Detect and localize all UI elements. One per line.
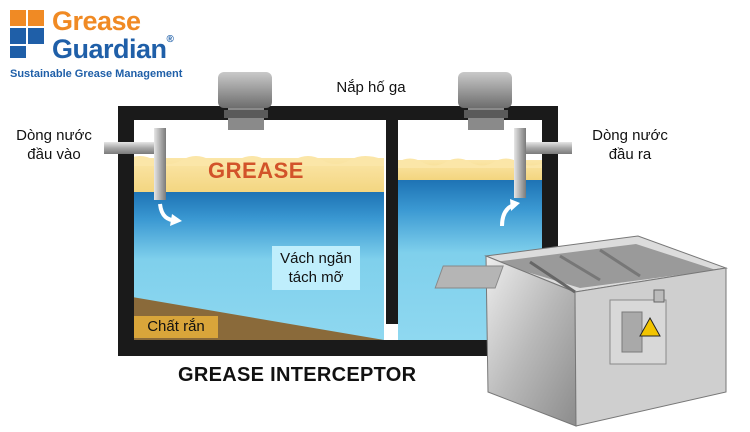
logo-tagline: Sustainable Grease Management [10,68,183,80]
outlet-label-line-2: đầu ra [608,146,652,163]
warning-sign-icon [639,316,661,337]
grease-label: GREASE [208,158,304,183]
registered-mark: ® [166,34,174,45]
logo-line-2: Guardian® [52,34,174,65]
inlet-label-line-1: Dòng nước [16,127,92,144]
baffle-wall [386,106,398,324]
manhole-cover-right [458,72,512,130]
baffle-label: Vách ngăn tách mỡ [272,246,360,290]
inlet-pipe [104,128,182,226]
outlet-pipe [500,128,572,227]
baffle-label-line-1: Vách ngăn [280,250,352,267]
outlet-label: Dòng nước đầu ra [570,126,690,164]
grease-guardian-logo: Grease Guardian® Sustainable Grease Mana… [10,6,210,84]
outlet-label-line-1: Dòng nước [592,127,668,144]
inlet-label: Dòng nước đầu vào [0,126,108,164]
baffle-label-line-2: tách mỡ [288,269,344,286]
cover-label: Nắp hố ga [336,79,406,96]
diagram-title: GREASE INTERCEPTOR [178,364,417,386]
inlet-label-line-2: đầu vào [27,146,81,163]
logo-mark-icon [10,10,46,58]
solids-label: Chất rắn [134,316,218,338]
manhole-cover-left [218,72,272,130]
logo-line-1: Grease [52,6,141,36]
steel-grease-trap-unit [434,235,728,427]
logo-line-2-text: Guardian [52,34,167,64]
